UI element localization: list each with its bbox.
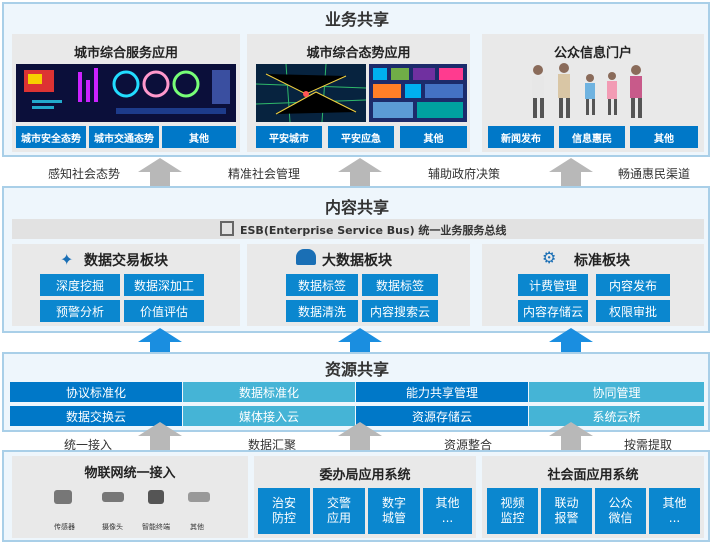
iot-title: 物联网统一接入 [84, 466, 176, 481]
protocol-standard-button[interactable]: 协议标准化 [10, 382, 182, 402]
data-trade-title: 数据交易板块 [84, 253, 168, 269]
elephant-icon [296, 249, 316, 265]
map-graphic [256, 64, 366, 122]
resource-storage-cloud-button[interactable]: 资源存储云 [356, 406, 528, 426]
family-graphic [532, 63, 642, 118]
info-benefit-button[interactable]: 信息惠民 [559, 126, 625, 148]
on-demand-label: 按需提取 [624, 438, 673, 452]
capability-share-button[interactable]: 能力共享管理 [356, 382, 528, 402]
city-safety-dashboard-image [16, 64, 236, 122]
assist-decision-label: 辅助政府决策 [428, 167, 501, 181]
standard-title: 标准板块 [574, 253, 630, 269]
up-arrow-icon [338, 328, 382, 358]
up-arrow-icon [138, 158, 182, 188]
data-standard-button[interactable]: 数据标准化 [183, 382, 355, 402]
public-portal-title: 公众信息门户 [553, 46, 632, 61]
smart-terminal-label: 智能终端 [142, 523, 170, 531]
sense-social-label: 感知社会态势 [48, 167, 121, 181]
deep-mining-button[interactable]: 深度挖掘 [40, 274, 120, 296]
family-photo [520, 62, 660, 122]
digital-city-button[interactable]: 数字 城管 [368, 488, 420, 534]
resource-layer-title: 资源共享 [324, 360, 389, 379]
data-exchange-cloud-button[interactable]: 数据交换云 [10, 406, 182, 426]
other-button[interactable]: 其他 [400, 126, 467, 148]
data-processing-button[interactable]: 数据深加工 [124, 274, 204, 296]
early-warning-button[interactable]: 预警分析 [40, 300, 120, 322]
city-situation-title: 城市综合态势应用 [306, 46, 411, 61]
content-storage-button[interactable]: 内容存储云 [518, 300, 588, 322]
dna-icon: ✦ [60, 250, 74, 269]
city-service-title: 城市综合服务应用 [73, 46, 178, 61]
server-icon [220, 221, 234, 236]
unified-access-label: 统一接入 [64, 438, 113, 452]
up-arrow-icon [338, 422, 382, 452]
safe-city-button[interactable]: 平安城市 [256, 126, 322, 148]
business-layer-title: 业务共享 [324, 10, 389, 29]
data-aggregation-label: 数据汇聚 [248, 438, 297, 452]
city-map-image [256, 64, 366, 122]
city-safety-button[interactable]: 城市安全态势 [16, 126, 86, 148]
system-cloud-bridge-button[interactable]: 系统云桥 [529, 406, 704, 426]
up-arrow-icon [138, 328, 182, 358]
content-layer-title: 内容共享 [324, 198, 389, 217]
sensor-icon [54, 490, 72, 504]
tile-dashboard-image [369, 64, 467, 122]
gear-icon: ⚙ [542, 248, 557, 267]
up-arrow-icon [549, 422, 593, 452]
benefit-channel-label: 畅通惠民渠道 [618, 167, 691, 181]
up-arrow-icon [338, 158, 382, 188]
public-wechat-button[interactable]: 公众 微信 [595, 488, 646, 534]
video-monitor-button[interactable]: 视频 监控 [487, 488, 538, 534]
camera-label: 摄像头 [102, 523, 123, 531]
other-button[interactable]: 其他 [630, 126, 698, 148]
other-device-icon [188, 492, 210, 502]
smart-terminal-icon [148, 490, 164, 504]
data-tag-button[interactable]: 数据标签 [362, 274, 438, 296]
resource-integration-label: 资源整合 [444, 438, 493, 452]
security-control-button[interactable]: 治安 防控 [258, 488, 310, 534]
big-data-title: 大数据板块 [322, 253, 392, 269]
esb-label: ESB(Enterprise Service Bus) 统一业务服务总线 [240, 224, 507, 237]
value-assessment-button[interactable]: 价值评估 [124, 300, 204, 322]
news-release-button[interactable]: 新闻发布 [488, 126, 554, 148]
precise-management-label: 精准社会管理 [228, 167, 301, 181]
up-arrow-icon [138, 422, 182, 452]
committee-title: 委办局应用系统 [319, 468, 411, 483]
dashboard-graphic [24, 68, 230, 114]
up-arrow-icon [549, 328, 593, 358]
media-access-cloud-button[interactable]: 媒体接入云 [183, 406, 355, 426]
traffic-police-button[interactable]: 交警 应用 [313, 488, 365, 534]
other-device-label: 其他 [190, 523, 204, 531]
safe-emergency-button[interactable]: 平安应急 [328, 126, 394, 148]
data-tag-button[interactable]: 数据标签 [286, 274, 358, 296]
content-publish-button[interactable]: 内容发布 [596, 274, 670, 296]
sensor-label: 传感器 [54, 523, 75, 531]
up-arrow-icon [549, 158, 593, 188]
linked-alarm-button[interactable]: 联动 报警 [541, 488, 592, 534]
permission-approval-button[interactable]: 权限审批 [596, 300, 670, 322]
content-search-button[interactable]: 内容搜索云 [362, 300, 438, 322]
social-title: 社会面应用系统 [547, 468, 639, 483]
city-traffic-button[interactable]: 城市交通态势 [89, 126, 159, 148]
other-button[interactable]: 其他 ... [649, 488, 700, 534]
data-cleaning-button[interactable]: 数据清洗 [286, 300, 358, 322]
collaborative-management-button[interactable]: 协同管理 [529, 382, 704, 402]
other-button[interactable]: 其他 [162, 126, 236, 148]
esb-bar [12, 219, 704, 239]
billing-button[interactable]: 计费管理 [518, 274, 588, 296]
camera-icon [102, 492, 124, 502]
tile-graphic [373, 68, 463, 118]
other-button[interactable]: 其他 ... [423, 488, 472, 534]
